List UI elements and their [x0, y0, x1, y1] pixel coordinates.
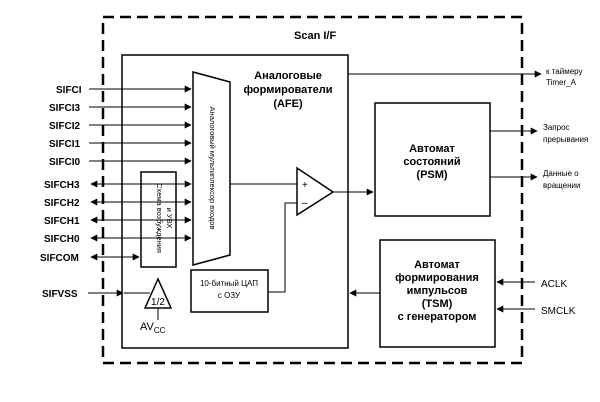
- timer-output-label-2: Timer_A: [546, 78, 577, 87]
- comparator-plus: +: [302, 180, 308, 191]
- avcc-label: AVCC: [140, 321, 166, 335]
- rotation-output-label-1: Данные о: [543, 169, 579, 178]
- analog-mux-label: Аналоговый мультиплексор входов: [208, 107, 217, 230]
- sifch0-label: SIFCH0: [44, 234, 80, 245]
- mux-inputs: SIFCI SIFCI3 SIFCI2 SIFCI1 SIFCI0: [49, 85, 192, 168]
- afe-label-1: Аналоговые: [254, 70, 322, 82]
- tsm-label-5: с генератором: [398, 311, 477, 323]
- sifch2-label: SIFCH2: [44, 198, 80, 209]
- sifvss-label: SIFVSS: [42, 289, 78, 300]
- sifci2-label: SIFCI2: [49, 121, 81, 132]
- dac-to-comparator-wire: [268, 202, 297, 293]
- sifch3-label: SIFCH3: [44, 180, 80, 191]
- dac-label-1: 10-битный ЦАП: [200, 279, 258, 288]
- sifci-label: SIFCI: [56, 85, 82, 96]
- scan-if-boundary: [101, 15, 524, 365]
- scan-if-title: Scan I/F: [294, 30, 336, 42]
- sifcom-label: SIFCOM: [40, 253, 79, 264]
- psm-label-1: Автомат: [409, 143, 455, 155]
- tsm-label-2: формирования: [395, 272, 479, 284]
- sifci3-label: SIFCI3: [49, 103, 81, 114]
- psm-label-2: состояний: [403, 156, 460, 168]
- sifci1-label: SIFCI1: [49, 139, 81, 150]
- irq-output-label-2: прерывания: [543, 135, 588, 144]
- sifch1-label: SIFCH1: [44, 216, 80, 227]
- analog-mux: [192, 71, 231, 266]
- psm-label-3: (PSM): [416, 169, 448, 181]
- tsm-label-3: импульсов: [407, 285, 468, 297]
- channel-io: SIFCH3 SIFCH2 SIFCH1 SIFCH0: [44, 180, 192, 245]
- psm-block: [374, 102, 491, 217]
- tsm-label-4: (TSM): [422, 298, 453, 310]
- dac-label-2: с ОЗУ: [218, 291, 241, 300]
- smclk-label: SMCLK: [541, 306, 576, 317]
- comparator-minus: –: [302, 198, 308, 209]
- afe-label-3: (AFE): [273, 98, 303, 110]
- timer-output-label-1: к таймеру: [546, 67, 583, 76]
- comparator: [296, 166, 335, 217]
- divider-label: 1/2: [151, 297, 165, 308]
- aclk-label: ACLK: [541, 279, 567, 290]
- excitation-label-2: и УВХ: [165, 208, 174, 229]
- sifci0-label: SIFCI0: [49, 157, 81, 168]
- tsm-label-1: Автомат: [414, 259, 460, 271]
- dac-block: [190, 269, 269, 313]
- irq-output-label-1: Запрос: [543, 123, 570, 132]
- excitation-label-1: Схема возбуждения: [155, 183, 164, 253]
- afe-label-2: формирователи: [243, 84, 332, 96]
- rotation-output-label-2: вращении: [543, 181, 580, 190]
- tsm-block: [379, 239, 496, 348]
